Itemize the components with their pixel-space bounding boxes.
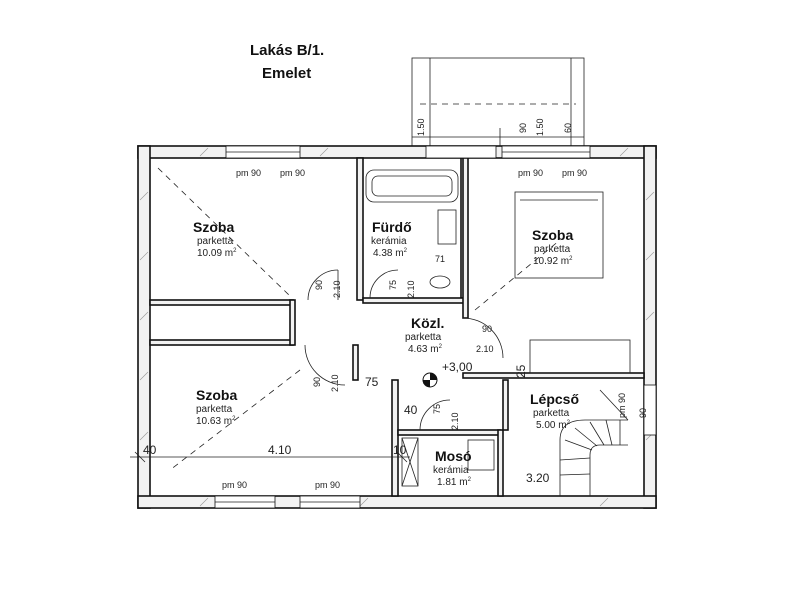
dim-label: 75	[388, 280, 398, 290]
room-kozl: Közl. parketta 4.63 m2	[405, 315, 444, 355]
window-label: pm 90	[518, 168, 543, 178]
svg-text:Szoba: Szoba	[532, 227, 573, 243]
windows	[214, 145, 657, 509]
floor-subtitle: Emelet	[262, 65, 311, 82]
room-diagonals	[157, 167, 561, 471]
dim-label: 2.10	[330, 374, 340, 392]
svg-text:Lépcső: Lépcső	[530, 391, 579, 407]
dim-label: 2.10	[332, 280, 342, 298]
dim-balcony-90: 90	[518, 123, 528, 133]
room-lepcso: Lépcső parketta 5.00 m2	[530, 391, 579, 431]
room-szoba-top-left: Szoba parketta 10.09 m2	[193, 219, 237, 259]
dim-balcony-150-right: 1.50	[535, 118, 545, 136]
balcony	[411, 57, 585, 147]
dim-label: 2.10	[406, 280, 416, 298]
svg-text:Fürdő: Fürdő	[372, 219, 412, 235]
svg-text:4.38 m2: 4.38 m2	[373, 248, 408, 259]
window-label: pm 90	[562, 168, 587, 178]
room-furdo: Fürdő kerámia 4.38 m2	[371, 219, 412, 259]
bed	[514, 191, 631, 374]
svg-text:parketta: parketta	[405, 332, 442, 343]
svg-text:1.81 m2: 1.81 m2	[437, 477, 472, 488]
dimension-line-410	[130, 451, 410, 463]
svg-text:10.09 m2: 10.09 m2	[197, 248, 237, 259]
dim-label: 90	[312, 377, 322, 387]
dim-label: 90	[314, 280, 324, 290]
window-label: pm 90	[617, 393, 627, 418]
level-label: +3,00	[442, 360, 473, 374]
svg-text:5.00 m2: 5.00 m2	[536, 420, 571, 431]
dim-label: 75	[365, 375, 379, 389]
dim-balcony-60: 60	[563, 123, 573, 133]
dim-label: 40	[143, 443, 157, 457]
svg-text:10.92 m2: 10.92 m2	[533, 256, 573, 267]
svg-text:kerámia: kerámia	[433, 465, 469, 476]
svg-text:4.63 m2: 4.63 m2	[408, 344, 443, 355]
svg-text:Szoba: Szoba	[193, 219, 234, 235]
dim-label: 40	[404, 403, 418, 417]
plan-title: Lakás B/1.	[250, 42, 324, 59]
dim-label: 75	[432, 404, 442, 414]
svg-text:kerámia: kerámia	[371, 236, 407, 247]
window-label: pm 90	[315, 480, 340, 490]
dim-label: 10	[393, 443, 407, 457]
window-label: pm 90	[280, 168, 305, 178]
dim-label: 4.10	[268, 443, 292, 457]
bathroom-fixtures	[365, 169, 459, 289]
laundry-fixture	[401, 437, 495, 487]
staircase	[559, 389, 629, 496]
window-label: pm 90	[222, 480, 247, 490]
room-moso: Mosó kerámia 1.81 m2	[433, 448, 472, 488]
doors	[304, 269, 504, 431]
svg-text:Közl.: Közl.	[411, 315, 444, 331]
window-label: pm 90	[236, 168, 261, 178]
room-szoba-top-right: Szoba parketta 10.92 m2	[532, 227, 573, 267]
dim-balcony-150-left: 1.50	[416, 118, 426, 136]
dim-label: 3.20	[526, 471, 550, 485]
room-szoba-bottom-left: Szoba parketta 10.63 m2	[196, 387, 237, 427]
svg-text:Szoba: Szoba	[196, 387, 237, 403]
svg-text:parketta: parketta	[197, 236, 234, 247]
dim-label: 2.10	[476, 344, 494, 354]
dim-label: 25	[514, 364, 528, 378]
svg-text:10.63 m2: 10.63 m2	[196, 416, 236, 427]
dim-label: 90	[638, 408, 648, 418]
dim-label: 2.10	[450, 412, 460, 430]
svg-text:Mosó: Mosó	[435, 448, 472, 464]
level-marker	[422, 372, 438, 388]
svg-text:parketta: parketta	[196, 404, 233, 415]
dim-label: 71	[435, 254, 445, 264]
interior-walls	[149, 157, 645, 497]
dim-label: 90	[482, 324, 492, 334]
svg-text:parketta: parketta	[534, 244, 571, 255]
svg-text:parketta: parketta	[533, 408, 570, 419]
